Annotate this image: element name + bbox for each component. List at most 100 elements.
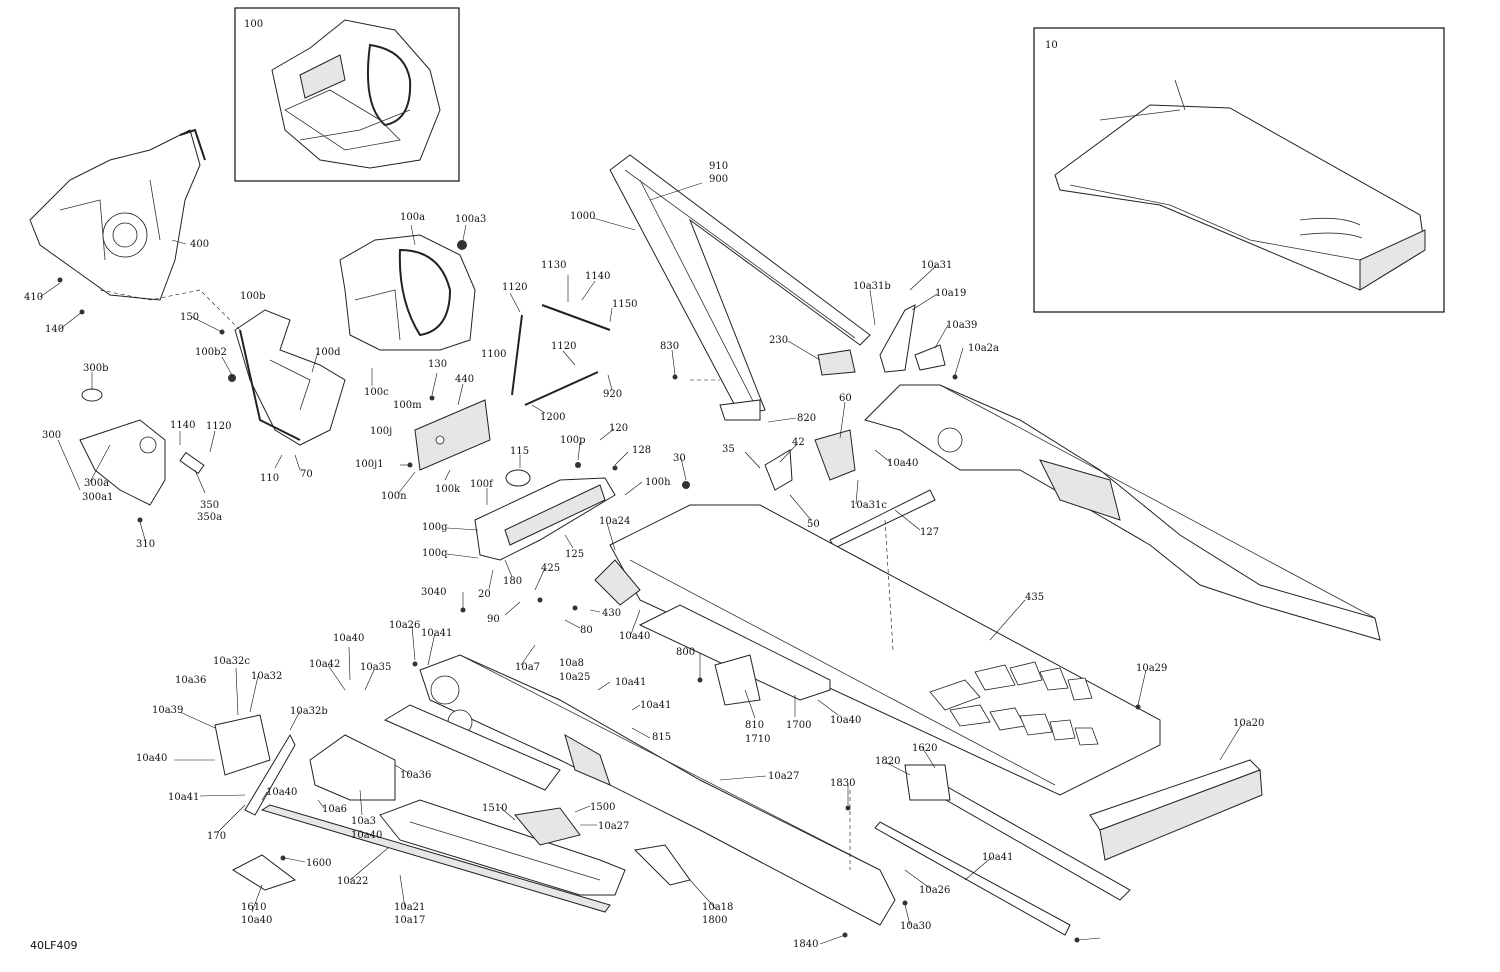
- callout-label: 180: [503, 576, 522, 587]
- part-1000-a-frame: [609, 154, 871, 421]
- inset-100: 100: [234, 7, 460, 182]
- callout-label: 1130: [541, 260, 566, 271]
- callout-label: 10a32b: [290, 706, 328, 717]
- callout-label: 100g: [422, 522, 448, 533]
- callout-label: 100a3: [455, 214, 486, 225]
- callout-label: 1150: [612, 299, 637, 310]
- callout-label: 1710: [745, 734, 770, 745]
- callout-label: 10a36: [175, 675, 206, 686]
- callout-label: 10a41: [615, 677, 646, 688]
- callout-label: 230: [769, 335, 788, 346]
- callout-label: 10a27: [768, 771, 799, 782]
- callout-label: 80: [580, 625, 593, 636]
- callout-label: 1000: [570, 211, 595, 222]
- callout-label: 300a: [84, 478, 109, 489]
- callout-label: 1120: [502, 282, 527, 293]
- callout-label: 10a25: [559, 672, 590, 683]
- callout-label: 10a35: [360, 662, 391, 673]
- callout-label: 100d: [315, 347, 341, 358]
- callout-label: 100k: [435, 484, 461, 495]
- callout-label: 350a: [197, 512, 222, 523]
- callout-label: 400: [190, 239, 209, 250]
- long-rails: [214, 654, 1131, 936]
- callout-label: 10a40: [830, 715, 861, 726]
- callout-label: 1820: [875, 756, 900, 767]
- inset-frame: [1033, 27, 1445, 313]
- callout-label: 10a3: [351, 816, 376, 827]
- callout-label: 100p: [560, 435, 586, 446]
- callout-label: 100b: [240, 291, 266, 302]
- callout-label: 1840: [793, 939, 818, 950]
- callout-label: 10a27: [598, 821, 629, 832]
- callout-label: 900: [709, 174, 728, 185]
- part-100j-plate: [414, 399, 491, 471]
- chassis-thumbnail: [1054, 79, 1426, 291]
- tunnel-cutouts: [929, 661, 1099, 746]
- callout-label: 110: [260, 473, 279, 484]
- fasteners: [57, 240, 1141, 943]
- callout-label: 10a31: [921, 260, 952, 271]
- callout-label: 830: [660, 341, 679, 352]
- callout-label: 100m: [393, 400, 422, 411]
- callout-label: 128: [632, 445, 651, 456]
- callout-label: 10a41: [640, 700, 671, 711]
- callout-label: 35: [722, 444, 735, 455]
- callout-label: 10a32: [251, 671, 282, 682]
- front-frame-thumbnail: [271, 19, 441, 169]
- callout-label: 10a41: [982, 852, 1013, 863]
- callout-label: 10a2a: [968, 343, 999, 354]
- callout-label: 1120: [206, 421, 231, 432]
- callout-label: 150: [180, 312, 199, 323]
- callout-label: 1800: [702, 915, 727, 926]
- callout-label: 425: [541, 563, 560, 574]
- callout-label: 1830: [830, 778, 855, 789]
- callout-label: 815: [652, 732, 671, 743]
- callout-label: 10a41: [421, 628, 452, 639]
- callout-labels: 400 410 140 150 100b 100b2 100d 100c 110…: [24, 161, 1264, 950]
- callout-label: 1610: [241, 902, 266, 913]
- callout-label: 10a39: [152, 705, 183, 716]
- callout-label: 100h: [645, 477, 671, 488]
- callout-label: 100j: [370, 426, 392, 437]
- part-10a24-tunnel: [594, 504, 1161, 796]
- callout-label: 115: [510, 446, 529, 457]
- callout-label: 430: [602, 608, 621, 619]
- left-side-panel: [419, 654, 896, 926]
- callout-label: 10a21: [394, 902, 425, 913]
- callout-label: 10a42: [309, 659, 340, 670]
- callout-label: 410: [24, 292, 43, 303]
- callout-label: 10a26: [919, 885, 950, 896]
- callout-label: 300b: [83, 363, 109, 374]
- callout-label: 140: [45, 324, 64, 335]
- callout-label: 1200: [540, 412, 565, 423]
- callout-label: 20: [478, 589, 491, 600]
- part-1100-rods: [511, 304, 611, 406]
- callout-label: 920: [603, 389, 622, 400]
- part-100f-bracket: [474, 469, 616, 561]
- small-brackets: [764, 304, 946, 549]
- callout-label: 1620: [912, 743, 937, 754]
- callout-label: 310: [136, 539, 155, 550]
- callout-label: 100b2: [195, 347, 227, 358]
- callout-label: 50: [807, 519, 820, 530]
- callout-label: 170: [207, 831, 226, 842]
- callout-label: 10a31c: [850, 500, 887, 511]
- callout-label: 1140: [170, 420, 195, 431]
- callout-label: 300: [42, 430, 61, 441]
- callout-label: 10a32c: [213, 656, 250, 667]
- part-100b-front-brace: [234, 309, 346, 446]
- callout-label: 127: [920, 527, 939, 538]
- callout-label: 10a18: [702, 902, 733, 913]
- callout-label: 60: [839, 393, 852, 404]
- inset-10: 10: [1033, 27, 1445, 313]
- callout-label: 10a22: [337, 876, 368, 887]
- part-100a-front-frame: [339, 234, 476, 351]
- callout-label: 100n: [381, 491, 407, 502]
- callout-label: 10a6: [322, 804, 347, 815]
- left-running-board: [309, 704, 626, 896]
- callout-label: 100j1: [355, 459, 384, 470]
- callout-label: 120: [609, 423, 628, 434]
- callout-label: 10a41: [168, 792, 199, 803]
- callout-label: 800: [676, 647, 695, 658]
- callout-label: 1510: [482, 803, 507, 814]
